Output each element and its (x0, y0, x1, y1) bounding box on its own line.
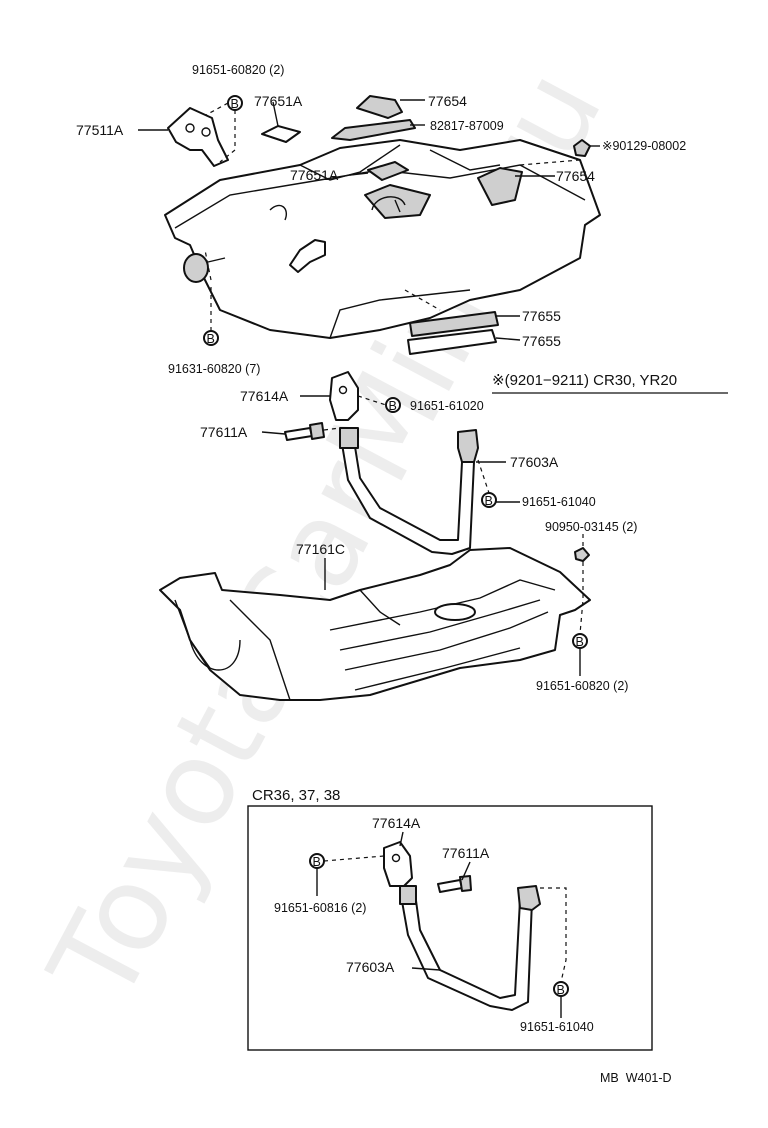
label-91651-60820-top: 91651-60820 (2) (192, 63, 284, 77)
svg-text:B: B (313, 855, 321, 869)
inset-box (247, 805, 653, 1051)
label-90950-03145: 90950-03145 (2) (545, 520, 637, 534)
label-77655-b: 77655 (522, 333, 561, 349)
label-77654-b: 77654 (556, 168, 595, 184)
part-77654-pad-a (356, 95, 403, 119)
leader-lines-inset (316, 831, 567, 1018)
leader-77611A (261, 431, 286, 435)
part-82817-clamp (331, 119, 416, 141)
part-90129-bolt (573, 139, 591, 157)
label-77614A: 77614A (240, 388, 289, 404)
leader-91651-61020 (357, 395, 387, 406)
part-77655-pad-a (409, 311, 499, 337)
bolt-symbol-b: B (385, 397, 401, 413)
inset-label-77614A: 77614A (372, 815, 421, 831)
inset-label-91651-60816: 91651-60816 (2) (274, 901, 366, 915)
inset-title: CR36, 37, 38 (252, 787, 340, 804)
label-77654-a: 77654 (428, 93, 467, 109)
part-77603A-strap (339, 427, 479, 555)
inset-label-77611A: 77611A (442, 845, 490, 861)
leader-lines-upper (138, 99, 600, 341)
footer-code: MB W401-D (600, 1071, 672, 1085)
svg-text:B: B (207, 332, 215, 346)
label-77611A: 77611A (200, 424, 248, 440)
label-77161C: 77161C (296, 541, 345, 557)
inset-part-77611A-bolt (437, 875, 472, 893)
inset-label-91651-61040: 91651-61040 (520, 1020, 594, 1034)
label-77651A-a: 77651A (254, 93, 303, 109)
part-77655-pad-b (407, 329, 497, 355)
bolt-symbol-b: B (572, 633, 588, 649)
svg-text:B: B (557, 983, 565, 997)
part-77511A-bracket (167, 107, 229, 167)
leader-dash-91651-61040 (477, 459, 490, 494)
part-77611A-bolt (284, 422, 325, 441)
svg-text:B: B (389, 399, 397, 413)
bolt-symbol-b: B (309, 853, 325, 869)
bolt-symbol-b: B (227, 95, 243, 111)
leader-dash-90950 (579, 534, 584, 635)
bolt-symbol-b: B (553, 981, 569, 997)
label-82817-87009: 82817-87009 (430, 119, 504, 133)
note-cr30-yr20: ※(9201−9211) CR30, YR20 (492, 372, 677, 389)
part-77651A-pad-a (261, 125, 301, 143)
leader-dash-77611A (323, 427, 341, 431)
part-77614A-hanger (329, 371, 359, 421)
part-77651A-pad-b (367, 161, 409, 181)
label-91631-60820: 91631-60820 (7) (168, 362, 260, 376)
svg-text:B: B (231, 97, 239, 111)
part-90950-clip (574, 547, 590, 562)
bolt-symbol-b: B (481, 492, 497, 508)
part-77161C-protector (159, 547, 591, 701)
label-91651-60820-low: 91651-60820 (2) (536, 679, 628, 693)
label-90129-08002: ※90129-08002 (602, 139, 686, 153)
label-91651-61020: 91651-61020 (410, 399, 484, 413)
inset-part-77614A-hanger (383, 841, 413, 887)
inset-label-77603A: 77603A (346, 959, 395, 975)
svg-text:B: B (576, 635, 584, 649)
label-77651A-b: 77651A (290, 167, 339, 183)
part-77654-pad-b (477, 167, 523, 206)
bolt-symbol-b: B (203, 330, 219, 346)
label-77655-a: 77655 (522, 308, 561, 324)
inset-part-77603A-strap (399, 885, 541, 1011)
label-77511A: 77511A (76, 122, 124, 138)
svg-text:B: B (485, 494, 493, 508)
label-91651-61040: 91651-61040 (522, 495, 596, 509)
label-77603A: 77603A (510, 454, 559, 470)
